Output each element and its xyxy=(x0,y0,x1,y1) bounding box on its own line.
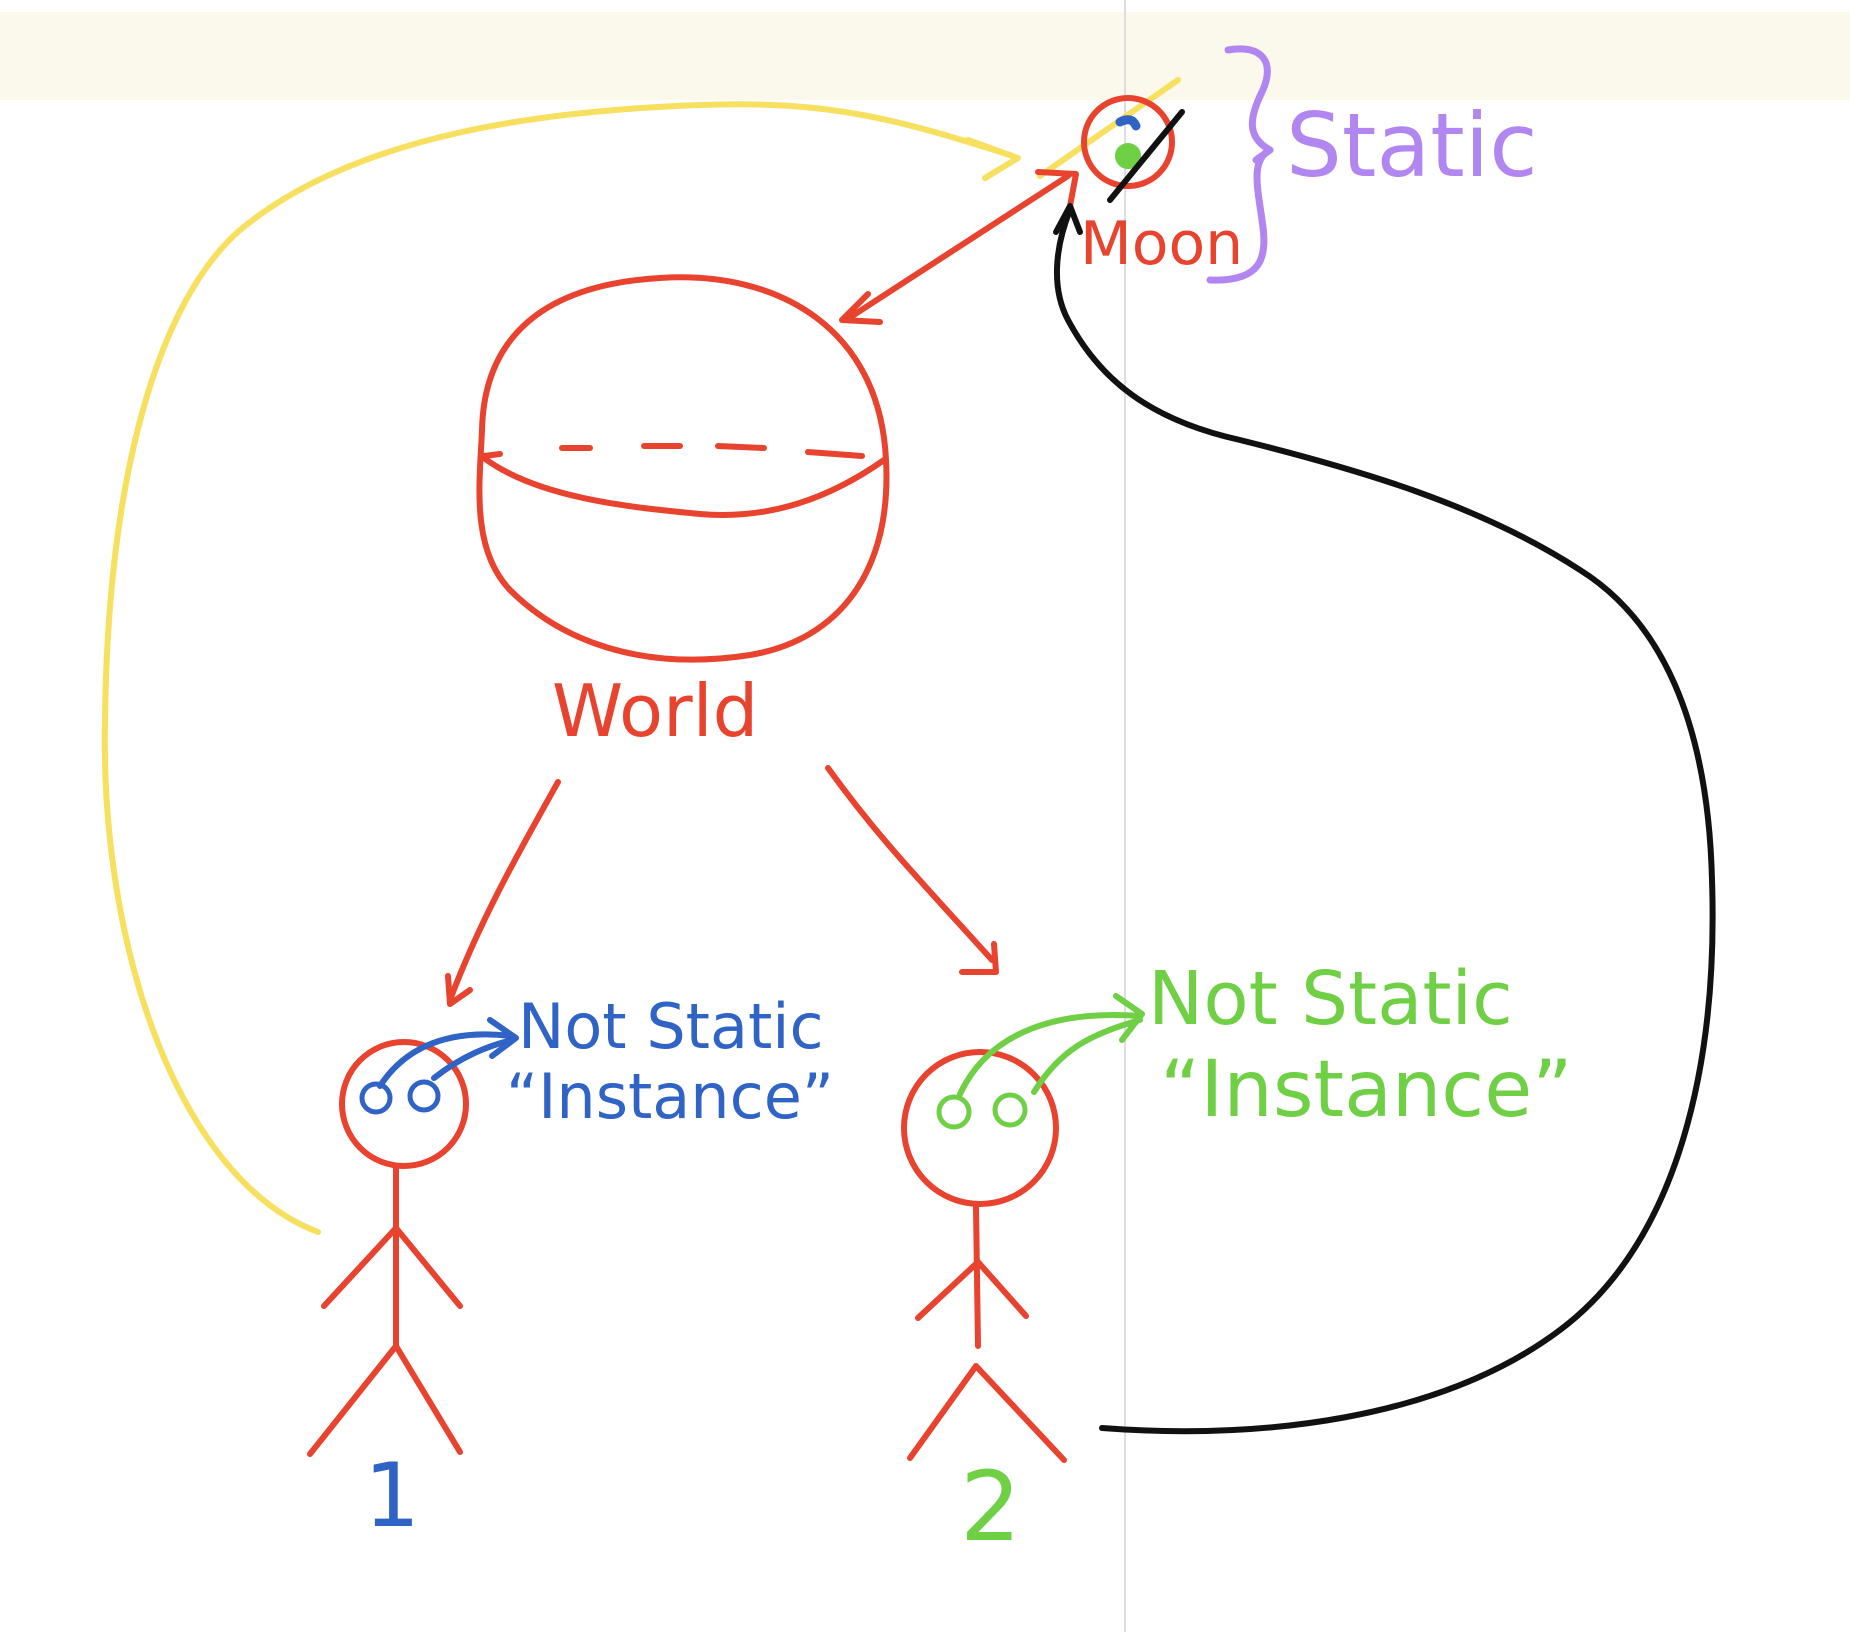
person1-annotation-arrow xyxy=(377,1031,515,1089)
person1-body xyxy=(307,1165,463,1457)
moon-green-dot xyxy=(1115,143,1141,169)
yellow-link-arrow xyxy=(101,101,1013,1235)
person2-eye-left xyxy=(936,1094,972,1130)
top-band xyxy=(0,12,1850,100)
person1-annotation-line1: Not Static xyxy=(518,990,824,1063)
person1-annotation-arrow2 xyxy=(431,1037,515,1081)
static-brace-tip xyxy=(1252,146,1274,164)
world-globe xyxy=(476,274,890,663)
page-divider-line xyxy=(1124,0,1126,1632)
world-to-person1-arrowhead xyxy=(445,973,473,1007)
moon-black-strike xyxy=(1107,109,1185,203)
person2-head xyxy=(901,1049,1059,1207)
person2-eye-right xyxy=(992,1092,1028,1128)
moon-world-arrow-line xyxy=(843,173,1071,323)
world-equator xyxy=(481,455,887,518)
moon-label: Moon xyxy=(1080,209,1243,279)
world-to-person1-arrow xyxy=(447,779,561,1003)
world-equator-dashed xyxy=(481,443,865,459)
person2-annotation-arrow2 xyxy=(1031,1017,1143,1095)
world-to-person2-arrowhead xyxy=(959,941,999,975)
moon-world-arrowhead-top xyxy=(1035,169,1079,209)
person2-annotation-arrow xyxy=(957,1012,1143,1097)
static-label: Static xyxy=(1286,94,1538,197)
black-arrowhead xyxy=(1053,203,1083,235)
person1-eye-left xyxy=(359,1081,393,1115)
person1-eye-right xyxy=(407,1079,441,1113)
person2-body xyxy=(907,1203,1067,1463)
person1-annotation-line2: “Instance” xyxy=(506,1060,834,1133)
person2-number: 2 xyxy=(960,1451,1021,1563)
person2-annotation-arrowhead xyxy=(1113,993,1145,1043)
moon-world-arrowhead-bottom xyxy=(839,291,883,325)
person1-annotation-arrowhead xyxy=(487,1017,519,1059)
black-link-arrow xyxy=(1053,207,1716,1435)
person1-head xyxy=(339,1039,469,1169)
yellow-strike-line xyxy=(1037,77,1181,179)
person2-annotation-line2: “Instance” xyxy=(1160,1045,1573,1135)
person2-annotation-line1: Not Static xyxy=(1148,956,1513,1042)
world-to-person2-arrow xyxy=(825,765,995,963)
person1-number: 1 xyxy=(364,1444,420,1547)
yellow-arrowhead xyxy=(965,137,1021,181)
world-label: World xyxy=(552,669,758,753)
moon-circle xyxy=(1081,95,1175,189)
moon-blue-dot xyxy=(1115,115,1141,131)
